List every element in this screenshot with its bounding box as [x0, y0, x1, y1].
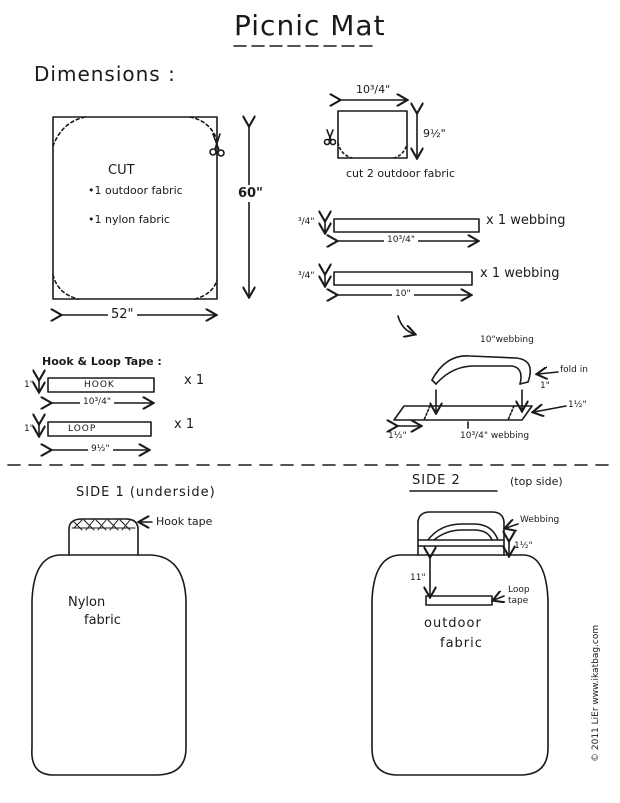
hook-thickness-label: 1": [24, 380, 34, 390]
big-panel-cut-label: CUT: [108, 163, 135, 178]
side2-fabric-line2: fabric: [440, 636, 483, 651]
side2-loop-tape-line1: Loop: [508, 585, 530, 595]
handle-onehalf-left-label: 1½": [388, 431, 407, 441]
loop-qty: x 1: [174, 417, 195, 432]
side2-body: [371, 554, 549, 776]
side2-webbing-label: Webbing: [520, 515, 560, 525]
loop-thickness-label: 1": [24, 424, 34, 434]
pointer-arrow: [397, 315, 414, 334]
hook-tape-rect: [47, 377, 155, 393]
hook-label: HOOK: [84, 380, 115, 390]
small-panel-caption: cut 2 outdoor fabric: [346, 167, 456, 180]
loop-tape-rect: [47, 421, 152, 437]
webbing1-length-label: 10³/4": [384, 236, 418, 245]
handle-top-label: 10"webbing: [480, 335, 534, 345]
side1-hook-hatch: [71, 519, 136, 531]
big-panel-corner-cuts: [52, 116, 218, 300]
big-panel-width-label: 52": [108, 308, 137, 321]
side2-webbing-arrow: [506, 524, 519, 528]
handle-one-inch-label: 1": [540, 381, 550, 391]
webbing2-thickness-label: ³/4": [298, 271, 315, 281]
loop-label: LOOP: [68, 424, 97, 434]
side2-handle: [427, 523, 499, 541]
webbing1-rect: [333, 218, 480, 233]
small-panel-height-label: 9½": [423, 127, 446, 140]
webbing1-qty: x 1 webbing: [486, 213, 566, 228]
side1-flap: [68, 518, 139, 556]
hook-loop-heading: Hook & Loop Tape :: [42, 355, 162, 368]
big-panel-rect: [52, 116, 218, 300]
handle-bottom-label: 10³/4" webbing: [460, 431, 530, 441]
hook-length-label: 10³/4": [80, 398, 114, 407]
dimensions-heading: Dimensions :: [34, 62, 176, 86]
small-scissors-icon: [323, 129, 337, 146]
big-panel-height-label: 60": [238, 185, 263, 202]
side1-fabric-line1: Nylon: [68, 595, 106, 610]
side2-flap: [417, 511, 505, 556]
loop-length-label: 9½": [88, 445, 113, 454]
handle-onehalf-arrow: [534, 406, 567, 412]
side1-heading: SIDE 1 (underside): [76, 485, 216, 500]
small-panel-rect: [337, 110, 408, 159]
webbing2-qty: x 1 webbing: [480, 266, 560, 281]
side1-hook-tape-label: Hook tape: [156, 515, 213, 528]
webbing1-thickness-label: ³/4": [298, 217, 315, 227]
small-panel-corner-cuts: [337, 142, 408, 159]
hook-qty: x 1: [184, 373, 205, 388]
webbing2-length-label: 10": [392, 290, 414, 299]
handle-dash-left: [423, 405, 431, 421]
big-panel-line2: •1 nylon fabric: [88, 213, 170, 226]
side1-fabric-line2: fabric: [84, 613, 121, 628]
side2-heading: SIDE 2: [412, 473, 461, 488]
webbing2-rect: [333, 271, 473, 286]
handle-fold-label: fold in: [560, 365, 588, 375]
credit-text: © 2011 LiEr www.ikatbag.com: [591, 624, 601, 762]
side2-subheading: (top side): [510, 475, 563, 488]
side2-loop-tape-line2: tape: [508, 596, 529, 606]
side2-onehalf-label: 1½": [514, 541, 533, 551]
side1-body: [31, 554, 187, 776]
small-panel-width-label: 10³/4": [356, 83, 391, 96]
handle-onehalf-right-label: 1½": [568, 400, 587, 410]
handle-dash-right: [507, 405, 515, 421]
big-panel-line1: •1 outdoor fabric: [88, 184, 183, 197]
side2-loop-tape-arrow: [494, 596, 504, 600]
handle-fold-detail: [431, 379, 529, 385]
side2-fabric-line1: outdoor: [424, 616, 482, 631]
handle-webbing-arch: [431, 355, 532, 385]
scissors-icon: [209, 133, 225, 157]
page-title: Picnic Mat: [234, 9, 386, 42]
side2-eleven-label: 11": [410, 573, 426, 583]
side2-loop-tape-rect: [425, 595, 493, 606]
handle-fold-arrow: [538, 372, 559, 374]
